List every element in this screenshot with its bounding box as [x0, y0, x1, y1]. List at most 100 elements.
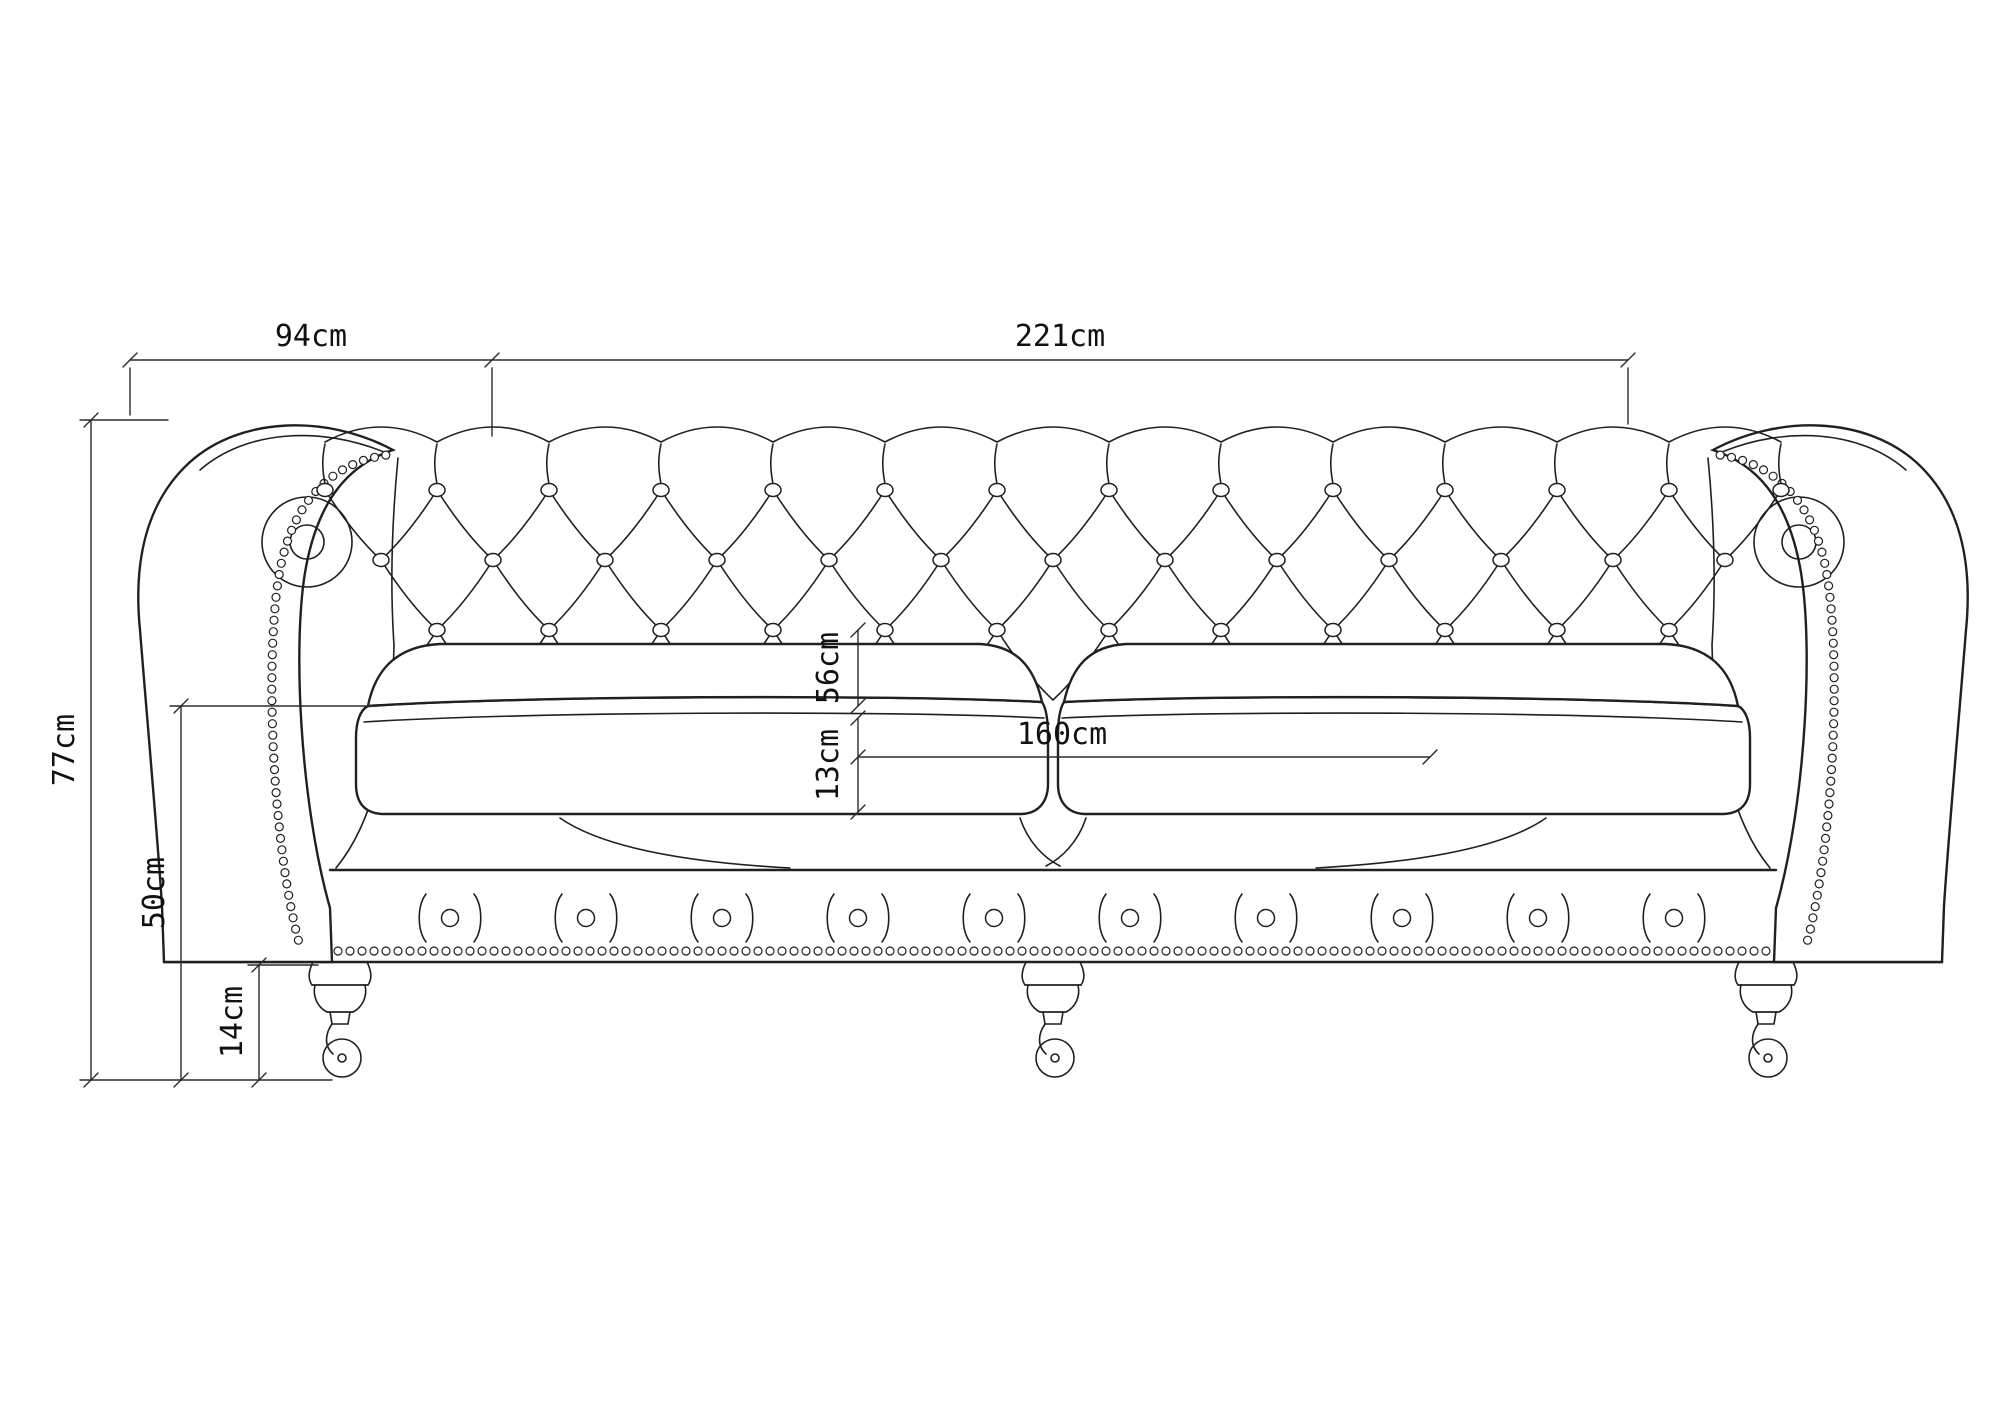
tuft-button [652, 482, 670, 498]
tufting-line [1500, 559, 1558, 631]
tuft-button [1548, 622, 1566, 638]
dim-label-221cm: 221cm [1015, 319, 1105, 354]
arm-outline [137, 424, 397, 964]
nailhead-stud [282, 879, 292, 889]
nailhead-stud [267, 661, 277, 671]
dimension-annotations [79, 352, 1636, 1088]
tufting-line [716, 559, 774, 631]
nailhead-stud [271, 787, 281, 798]
tuft-button [876, 622, 894, 638]
fold-line [559, 817, 791, 869]
tufting-line [548, 489, 606, 561]
nailhead-stud [657, 946, 667, 956]
nailhead-stud [477, 946, 487, 956]
nailhead-stud [1341, 946, 1351, 956]
nailhead-stud [837, 946, 847, 956]
nailhead-stud [269, 764, 280, 775]
rail-button [1664, 908, 1684, 928]
dim-tick [850, 710, 866, 726]
pleat-line [993, 443, 998, 485]
nailhead-stud [297, 505, 307, 515]
nailhead-stud [669, 946, 679, 956]
tufting-line [1164, 559, 1222, 631]
nailhead-stud [789, 946, 799, 956]
nailhead-stud [286, 901, 296, 912]
nailhead-stud [333, 946, 343, 956]
nailhead-stud [1221, 946, 1231, 956]
nailhead-stud [933, 946, 943, 956]
tufting-line [1108, 559, 1166, 631]
nailhead-stud [1293, 946, 1303, 956]
nailhead-stud [381, 946, 391, 956]
dim-tick [122, 352, 138, 368]
tuft-button [820, 552, 838, 568]
nailhead-stud [1329, 946, 1339, 956]
nailhead-stud [465, 946, 475, 956]
pleat-line [1234, 893, 1243, 943]
nailhead-stud [957, 946, 967, 956]
tufting-line [1388, 489, 1446, 561]
nailhead-stud [268, 730, 278, 740]
nailhead-stud [269, 753, 279, 763]
tufting-line [1668, 489, 1726, 561]
nailhead-stud [681, 946, 691, 956]
tuft-button [988, 622, 1006, 638]
dim-label-160cm: 160cm [1017, 717, 1107, 752]
tuft-button [1100, 482, 1118, 498]
tufting-line [1500, 489, 1558, 561]
nailhead-stud [1413, 946, 1423, 956]
nailhead-stud [741, 946, 751, 956]
nailhead-stud [267, 707, 277, 717]
tufting-line [940, 489, 998, 561]
tufting-line [660, 559, 718, 631]
nailhead-stud [1281, 946, 1291, 956]
tufting-line [996, 489, 1054, 561]
pleat-line [433, 443, 438, 485]
arm-roll-line [199, 434, 385, 471]
nailhead-stud [1257, 946, 1267, 956]
nailhead-stud [1065, 946, 1075, 956]
tuft-button [428, 482, 446, 498]
pleat-line [1777, 443, 1782, 485]
nailhead-stud [1317, 946, 1327, 956]
nailhead-stud [1245, 946, 1255, 956]
nailhead-stud [271, 592, 281, 602]
nailhead-stud [358, 455, 368, 465]
dim-label-50cm: 50cm [137, 857, 172, 929]
pleat-line [1553, 443, 1558, 485]
nailhead-stud [1677, 946, 1687, 956]
nailhead-stud [825, 946, 835, 956]
dim-tick [1422, 749, 1438, 765]
left-arm [137, 424, 397, 964]
nailhead-stud [279, 547, 289, 557]
pleat-line [1289, 893, 1298, 943]
nailhead-stud [693, 946, 703, 956]
tuft-button [484, 552, 502, 568]
tuft-button [1436, 482, 1454, 498]
tufting-line [1220, 489, 1278, 561]
pleat-line [1153, 893, 1162, 943]
nailhead-stud [1701, 946, 1711, 956]
nailhead-stud [717, 946, 727, 956]
nailhead-stud [282, 536, 293, 546]
tufting-line [828, 489, 886, 561]
nailhead-stud [993, 946, 1003, 956]
seat-cushion-left [354, 642, 1050, 816]
tufting-line [940, 559, 998, 631]
tuft-button [540, 622, 558, 638]
dim-label-56cm: 56cm [811, 632, 846, 704]
tuft-button [1324, 482, 1342, 498]
nailhead-stud [345, 946, 355, 956]
nailhead-stud [1005, 946, 1015, 956]
tuft-button [1772, 482, 1790, 498]
nailhead-stud [861, 946, 871, 956]
rail-button [1120, 908, 1140, 928]
nailhead-stud [1509, 946, 1519, 956]
nailhead-stud [1737, 946, 1747, 956]
tuft-button [1212, 482, 1230, 498]
nailhead-stud [268, 742, 278, 752]
tuft-button [428, 622, 446, 638]
nailhead-stud [765, 946, 775, 956]
inner-back-edge [391, 457, 399, 646]
nailhead-stud [585, 946, 595, 956]
